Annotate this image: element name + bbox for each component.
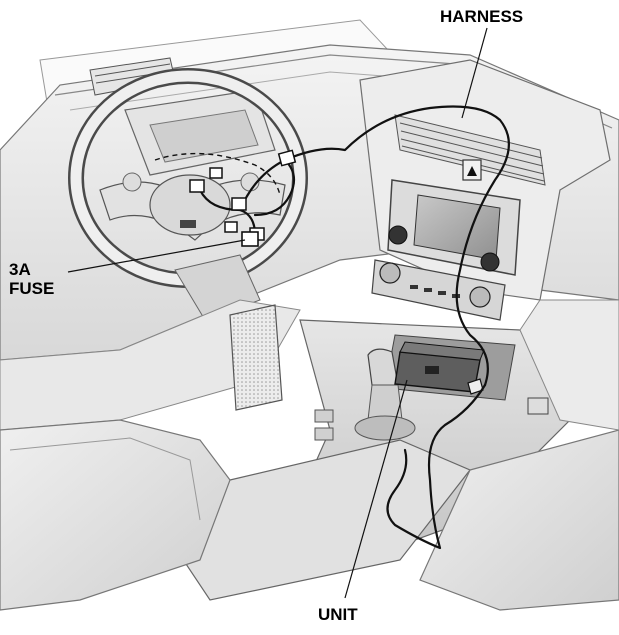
- hidden-wiring: [154, 152, 281, 196]
- left-air-vent: [89, 57, 176, 96]
- steering-wheel-logo: [180, 220, 196, 228]
- climate-knob-left: [379, 262, 401, 284]
- volume-knob: [388, 225, 408, 245]
- climate-panel: [371, 259, 506, 321]
- fuse-3a: [241, 231, 259, 247]
- wiring-harness: [198, 105, 510, 550]
- fuse-label: 3A FUSE: [9, 260, 54, 298]
- fuse-label-name: FUSE: [9, 279, 55, 298]
- fuse-label-rating: 3A: [9, 260, 31, 279]
- control-unit: [394, 341, 485, 395]
- harness-label: HARNESS: [440, 7, 524, 26]
- gear-shifter: [354, 348, 416, 441]
- tune-knob: [480, 252, 500, 272]
- driver-seat: [0, 419, 231, 611]
- accelerator-pedal: [229, 304, 283, 411]
- passenger-switch: [527, 397, 549, 415]
- passenger-seat: [419, 429, 619, 611]
- climate-knob-right: [469, 286, 491, 308]
- unit-label: UNIT: [318, 605, 358, 624]
- leader-lines: [67, 27, 488, 599]
